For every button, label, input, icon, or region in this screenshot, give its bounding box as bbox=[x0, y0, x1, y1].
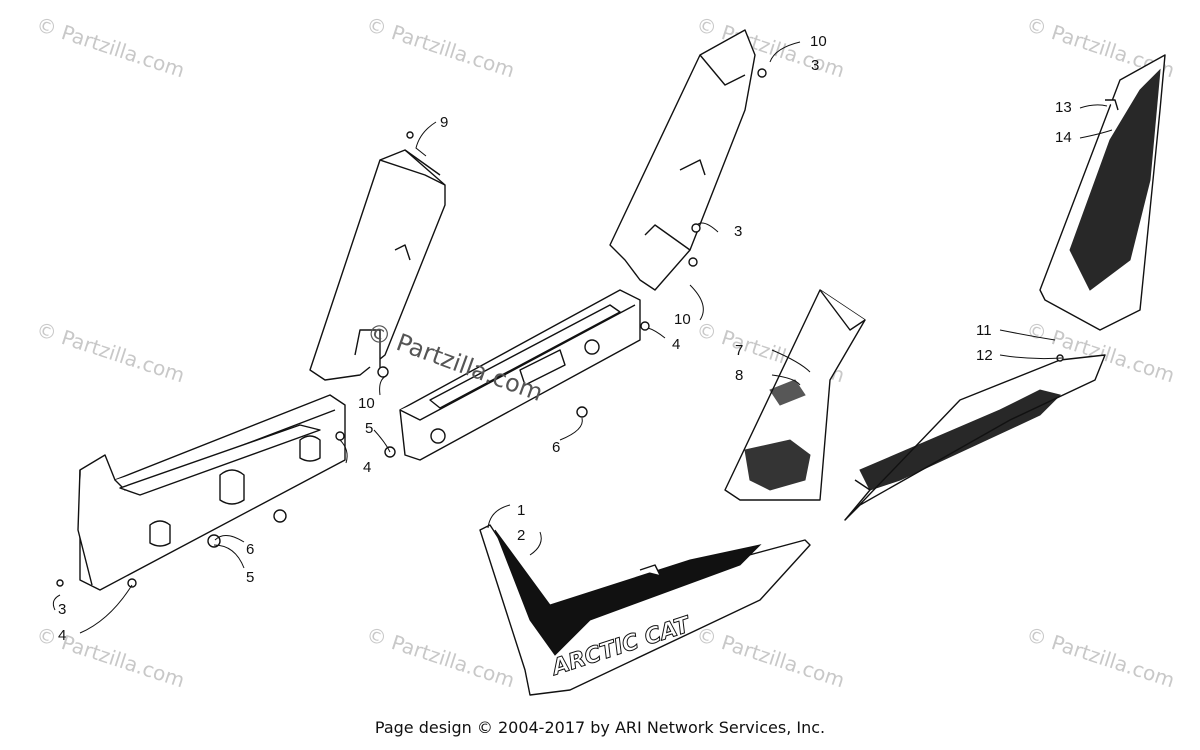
callout-6: 6 bbox=[552, 439, 560, 456]
callout-5: 5 bbox=[246, 569, 254, 586]
callout-4: 4 bbox=[58, 627, 66, 644]
watermark: © Partzilla.com bbox=[33, 317, 187, 388]
watermark: © Partzilla.com bbox=[33, 12, 187, 83]
callout-10: 10 bbox=[358, 395, 375, 412]
panel-13-14 bbox=[1039, 54, 1166, 331]
callout-2: 2 bbox=[517, 527, 525, 544]
center-rail bbox=[384, 289, 650, 461]
callout-9: 9 bbox=[440, 114, 448, 131]
callout-3: 3 bbox=[811, 57, 819, 74]
watermark: © Partzilla.com bbox=[1023, 622, 1177, 693]
callout-6: 6 bbox=[246, 541, 254, 558]
page-footer: Page design © 2004-2017 by ARI Network S… bbox=[374, 718, 826, 737]
panel-11-12 bbox=[844, 354, 1106, 521]
panel-7-8 bbox=[724, 289, 866, 501]
callout-4: 4 bbox=[363, 459, 371, 476]
leader-lines bbox=[52, 41, 1113, 634]
callout-7: 7 bbox=[735, 342, 743, 359]
callout-8: 8 bbox=[735, 367, 743, 384]
callout-labels: 1 2 3 4 5 6 4 10 9 5 6 4 10 3 10 3 7 8 1… bbox=[58, 33, 1072, 644]
watermark: © Partzilla.com bbox=[363, 12, 517, 83]
callout-4: 4 bbox=[672, 336, 680, 353]
watermark: © Partzilla.com bbox=[363, 622, 517, 693]
callout-5: 5 bbox=[365, 420, 373, 437]
left-lower-rail bbox=[56, 394, 346, 591]
watermark: © Partzilla.com bbox=[693, 622, 847, 693]
callout-13: 13 bbox=[1055, 99, 1072, 116]
callout-11: 11 bbox=[976, 322, 992, 339]
main-side-panel: ARCTIC CAT bbox=[479, 524, 811, 696]
right-upright-channel bbox=[609, 29, 767, 291]
callout-12: 12 bbox=[976, 347, 993, 364]
callout-3: 3 bbox=[58, 601, 66, 618]
watermark: © Partzilla.com bbox=[33, 622, 187, 693]
callout-1: 1 bbox=[517, 502, 525, 519]
left-upright-channel bbox=[309, 131, 446, 381]
callout-3: 3 bbox=[734, 223, 742, 240]
callout-14: 14 bbox=[1055, 129, 1072, 146]
callout-10: 10 bbox=[674, 311, 691, 328]
callout-10: 10 bbox=[810, 33, 827, 50]
